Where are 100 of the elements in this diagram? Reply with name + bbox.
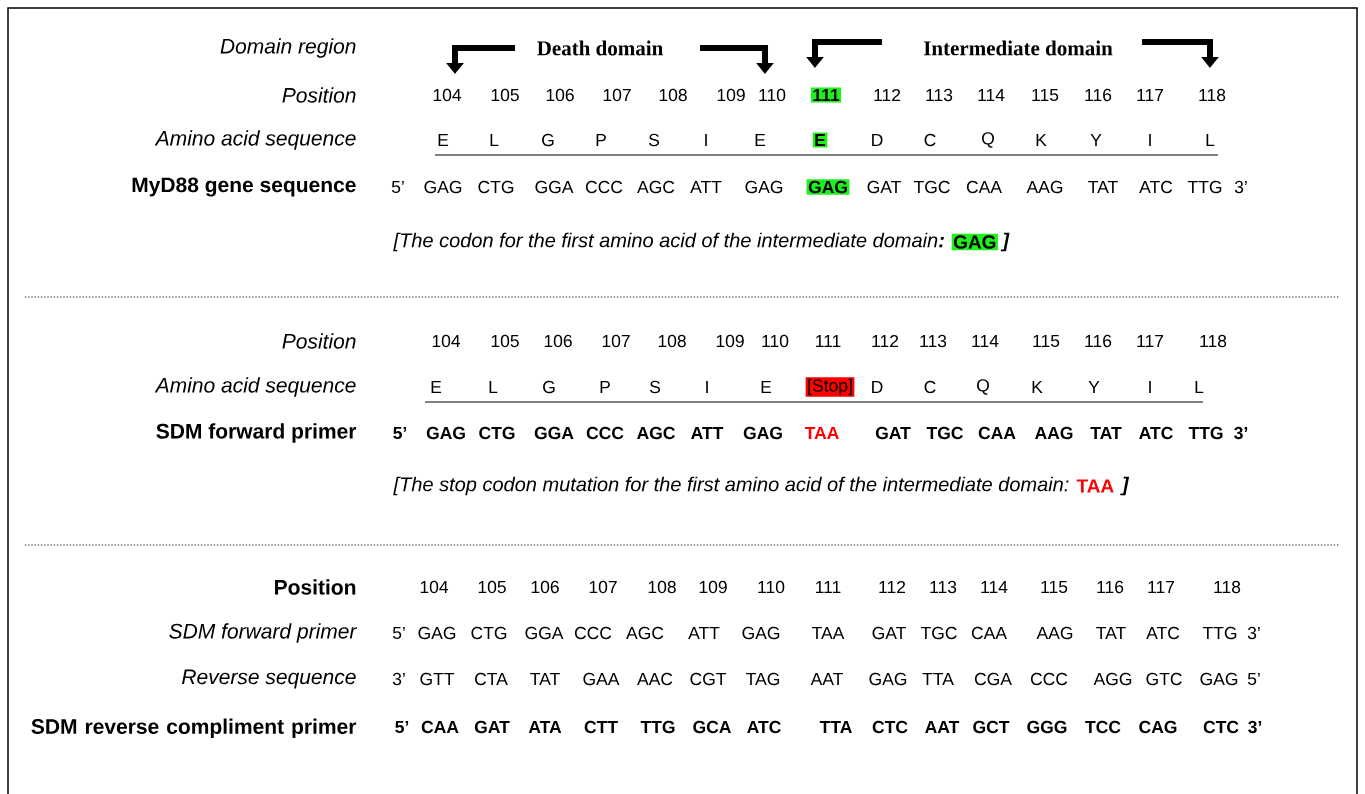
highlighted-number: 111 (810, 87, 842, 103)
row-label: Position (282, 87, 356, 103)
position-number: 116 (1085, 334, 1112, 348)
codon: ATC (1139, 426, 1173, 440)
amino-acid-letter: S (648, 133, 660, 147)
amino-acid-letter: E (431, 380, 442, 393)
amino-acid-letter: G (543, 380, 555, 394)
codon: CGT (690, 672, 727, 686)
position-number: 104 (433, 88, 462, 102)
position-number: 107 (589, 580, 617, 594)
domain-label: Intermediate domain (921, 38, 1115, 58)
codon: CTC (872, 720, 908, 734)
amino-acid-letter: Y (1090, 133, 1102, 146)
amino-acid-letter: I (705, 133, 707, 146)
codon: CTC (1203, 720, 1239, 734)
codon: GAG (869, 672, 907, 686)
position-number: 118 (1214, 580, 1241, 594)
position-number: 117 (1137, 88, 1164, 101)
codon: GAG (742, 626, 780, 640)
codon: TAG (746, 672, 780, 686)
position-number: 118 (1200, 334, 1227, 348)
codon: AAC (637, 672, 673, 686)
position-number: 116 (1097, 580, 1124, 594)
codon: GGA (534, 426, 574, 440)
position-number: 108 (659, 88, 687, 102)
codon: GAA (583, 672, 620, 686)
position-number: 106 (546, 88, 574, 102)
strand-end-label: 3’ (392, 672, 405, 686)
position-number: 112 (872, 334, 899, 348)
amino-acid-letter: K (1032, 380, 1043, 393)
position-number: 112 (879, 580, 906, 594)
codon: TAT (530, 672, 560, 685)
position-number: 104 (432, 334, 461, 348)
highlighted-codon: GAG (951, 233, 998, 251)
amino-acid-letter: I (706, 380, 708, 393)
codon: GCA (693, 720, 731, 734)
position-number: 113 (920, 334, 947, 348)
codon: CTG (479, 426, 515, 440)
codon: GGA (535, 180, 574, 194)
amino-acid-letter: S (649, 380, 661, 394)
codon: CAA (978, 426, 1016, 440)
codon: CCC (1030, 672, 1068, 686)
amino-acid-letter: C (924, 380, 936, 394)
amino-acid-letter: I (1149, 133, 1151, 146)
codon: TTG (1188, 426, 1223, 440)
amino-acid-letter: P (596, 133, 606, 146)
codon: GAG (1200, 672, 1238, 686)
codon: GGG (1027, 720, 1067, 734)
codon: CTA (475, 672, 508, 686)
highlighted-codon: GAG (806, 179, 850, 195)
codon: TTG (1202, 626, 1237, 640)
codon: CCC (585, 180, 623, 194)
codon: TTA (819, 720, 852, 733)
codon: TGC (920, 626, 957, 640)
amino-acid-letter: G (542, 133, 554, 147)
position-number: 108 (658, 334, 686, 348)
amino-acid-letter: E (755, 133, 766, 146)
stop-box: [Stop] (805, 377, 855, 397)
position-number: 109 (699, 580, 727, 594)
position-number: 107 (603, 88, 631, 102)
note-text: [The codon for the first amino acid of the intermediate domain: (393, 232, 944, 252)
amino-acid-letter: E (438, 133, 449, 146)
codon: GAT (867, 180, 901, 194)
codon: ATT (688, 626, 720, 639)
position-number: 110 (762, 334, 789, 348)
codon: GCT (973, 720, 1010, 734)
codon: GAG (418, 626, 456, 640)
codon: AGC (637, 180, 675, 194)
codon: AGG (1093, 672, 1132, 686)
codon: ATC (1139, 180, 1173, 194)
codon: GTC (1146, 672, 1182, 686)
position-number: 115 (1033, 334, 1060, 348)
row-label: Position (282, 333, 356, 349)
strand-end-label: 5’ (1247, 672, 1260, 686)
position-number: 106 (544, 334, 572, 348)
codon: ATA (528, 720, 562, 733)
codon: CTG (478, 180, 514, 194)
codon: GAG (745, 180, 783, 194)
closing-bracket: ] (1000, 232, 1010, 252)
codon: AAT (810, 672, 843, 685)
strand-end-label: 5’ (393, 426, 407, 440)
codon: ATT (690, 180, 722, 193)
note-text: [The stop codon mutation for the first amino acid of the intermediate domain: (393, 476, 1069, 496)
codon: ATT (691, 426, 724, 439)
row-label: SDM reverse compliment primer (31, 718, 357, 739)
row-label: MyD88 gene sequence (132, 177, 356, 197)
position-number: 112 (874, 88, 901, 102)
position-number: 113 (930, 580, 957, 594)
amino-acid-letter: D (872, 133, 883, 146)
codon: CCC (574, 626, 612, 640)
mutated-codon: TAA (804, 426, 839, 439)
amino-acid-letter: Y (1088, 380, 1100, 393)
codon: TTG (640, 720, 675, 734)
position-number: 116 (1085, 88, 1112, 102)
codon: AAG (1035, 426, 1073, 440)
amino-acid-letter: L (489, 380, 498, 393)
strand-end-label: 5’ (392, 626, 405, 640)
codon: GAT (872, 626, 906, 640)
codon: GAT (474, 720, 510, 734)
position-number: 118 (1199, 88, 1226, 102)
